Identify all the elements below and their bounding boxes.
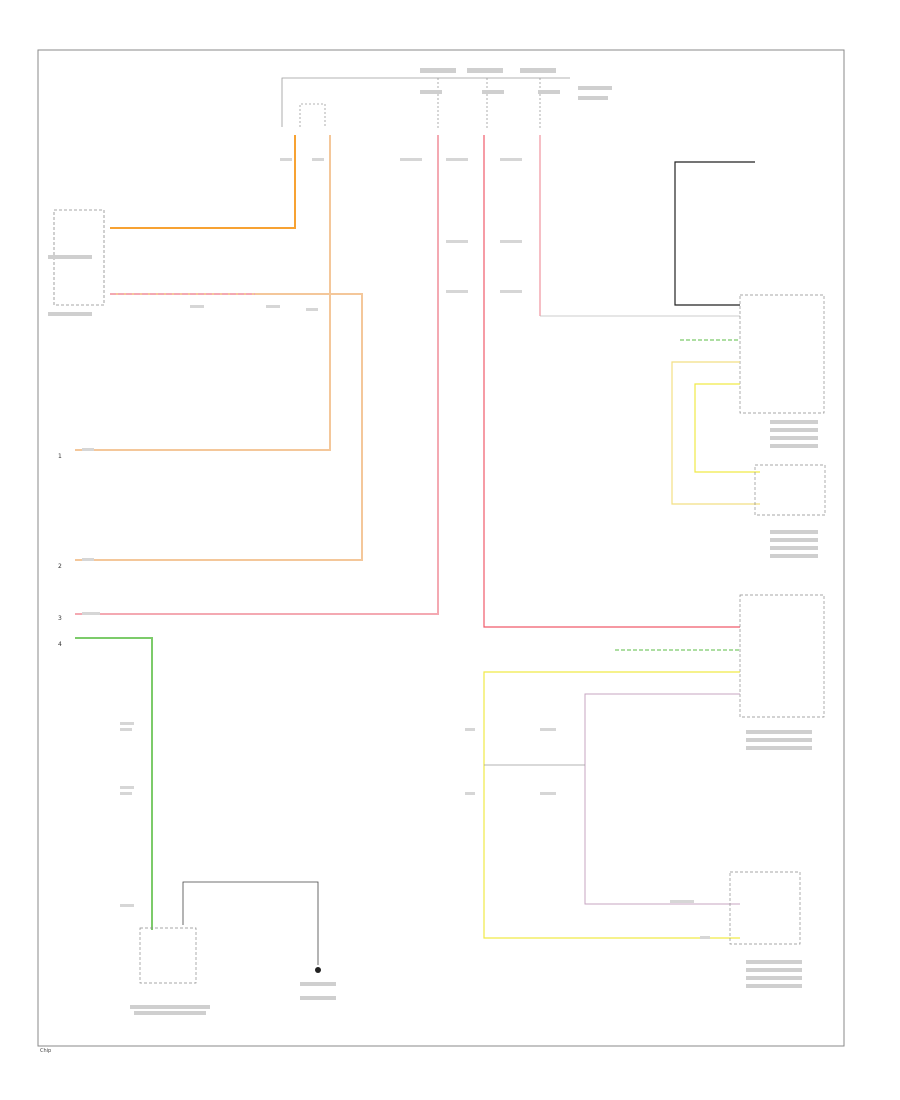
wire-tan-upper (75, 135, 331, 451)
wire-black-upper (674, 161, 755, 306)
right-label-block (746, 968, 802, 972)
wire-pink-long (75, 135, 439, 615)
wire-tan-lower (75, 293, 363, 561)
passenger-door-module (739, 294, 825, 414)
wire-green (75, 637, 153, 930)
right-label-block (770, 444, 818, 448)
wire-black-ground (182, 881, 319, 965)
passenger-lock-switch (754, 464, 826, 516)
right-label-block (770, 420, 818, 424)
driver-door-module (739, 594, 825, 718)
right-label-block (770, 428, 818, 432)
right-label-block (746, 976, 802, 980)
right-label-block (746, 960, 802, 964)
left-connector-pin: 3 (58, 615, 62, 622)
wire-tag-blocks (82, 158, 710, 939)
right-label-block (770, 530, 818, 534)
ground-point (315, 967, 321, 973)
diagram-frame (37, 49, 845, 1047)
right-label-block (746, 738, 812, 742)
ground-label-block (300, 996, 336, 1000)
wire-ltyellow-upper (671, 361, 760, 505)
right-label-block (770, 436, 818, 440)
ground-label-block (300, 982, 336, 986)
left-connector-pin: 1 (58, 453, 62, 460)
switch-label-block (134, 1011, 206, 1015)
wire-violet (584, 693, 740, 905)
switch-label-block (130, 1005, 210, 1009)
fuse-label-blocks (420, 68, 612, 100)
left-connector-pin: 2 (58, 563, 62, 570)
right-label-block (770, 538, 818, 542)
right-label-block (746, 730, 812, 734)
module-label-block (48, 255, 92, 259)
wire-orange (110, 135, 296, 229)
right-label-block (770, 554, 818, 558)
driver-lock-switch (729, 871, 801, 945)
right-label-block (746, 984, 802, 988)
wire-yellow-upper (694, 383, 760, 473)
driver-switch-module (139, 927, 197, 984)
module-label-block (48, 312, 92, 316)
top-power-bus (281, 77, 570, 130)
wire-red (483, 135, 740, 628)
footer-label: Chip (40, 1048, 51, 1054)
wire-yellow-lower (483, 671, 740, 939)
left-connector-pin: 4 (58, 641, 62, 648)
right-label-block (770, 546, 818, 550)
right-label-block (746, 746, 812, 750)
